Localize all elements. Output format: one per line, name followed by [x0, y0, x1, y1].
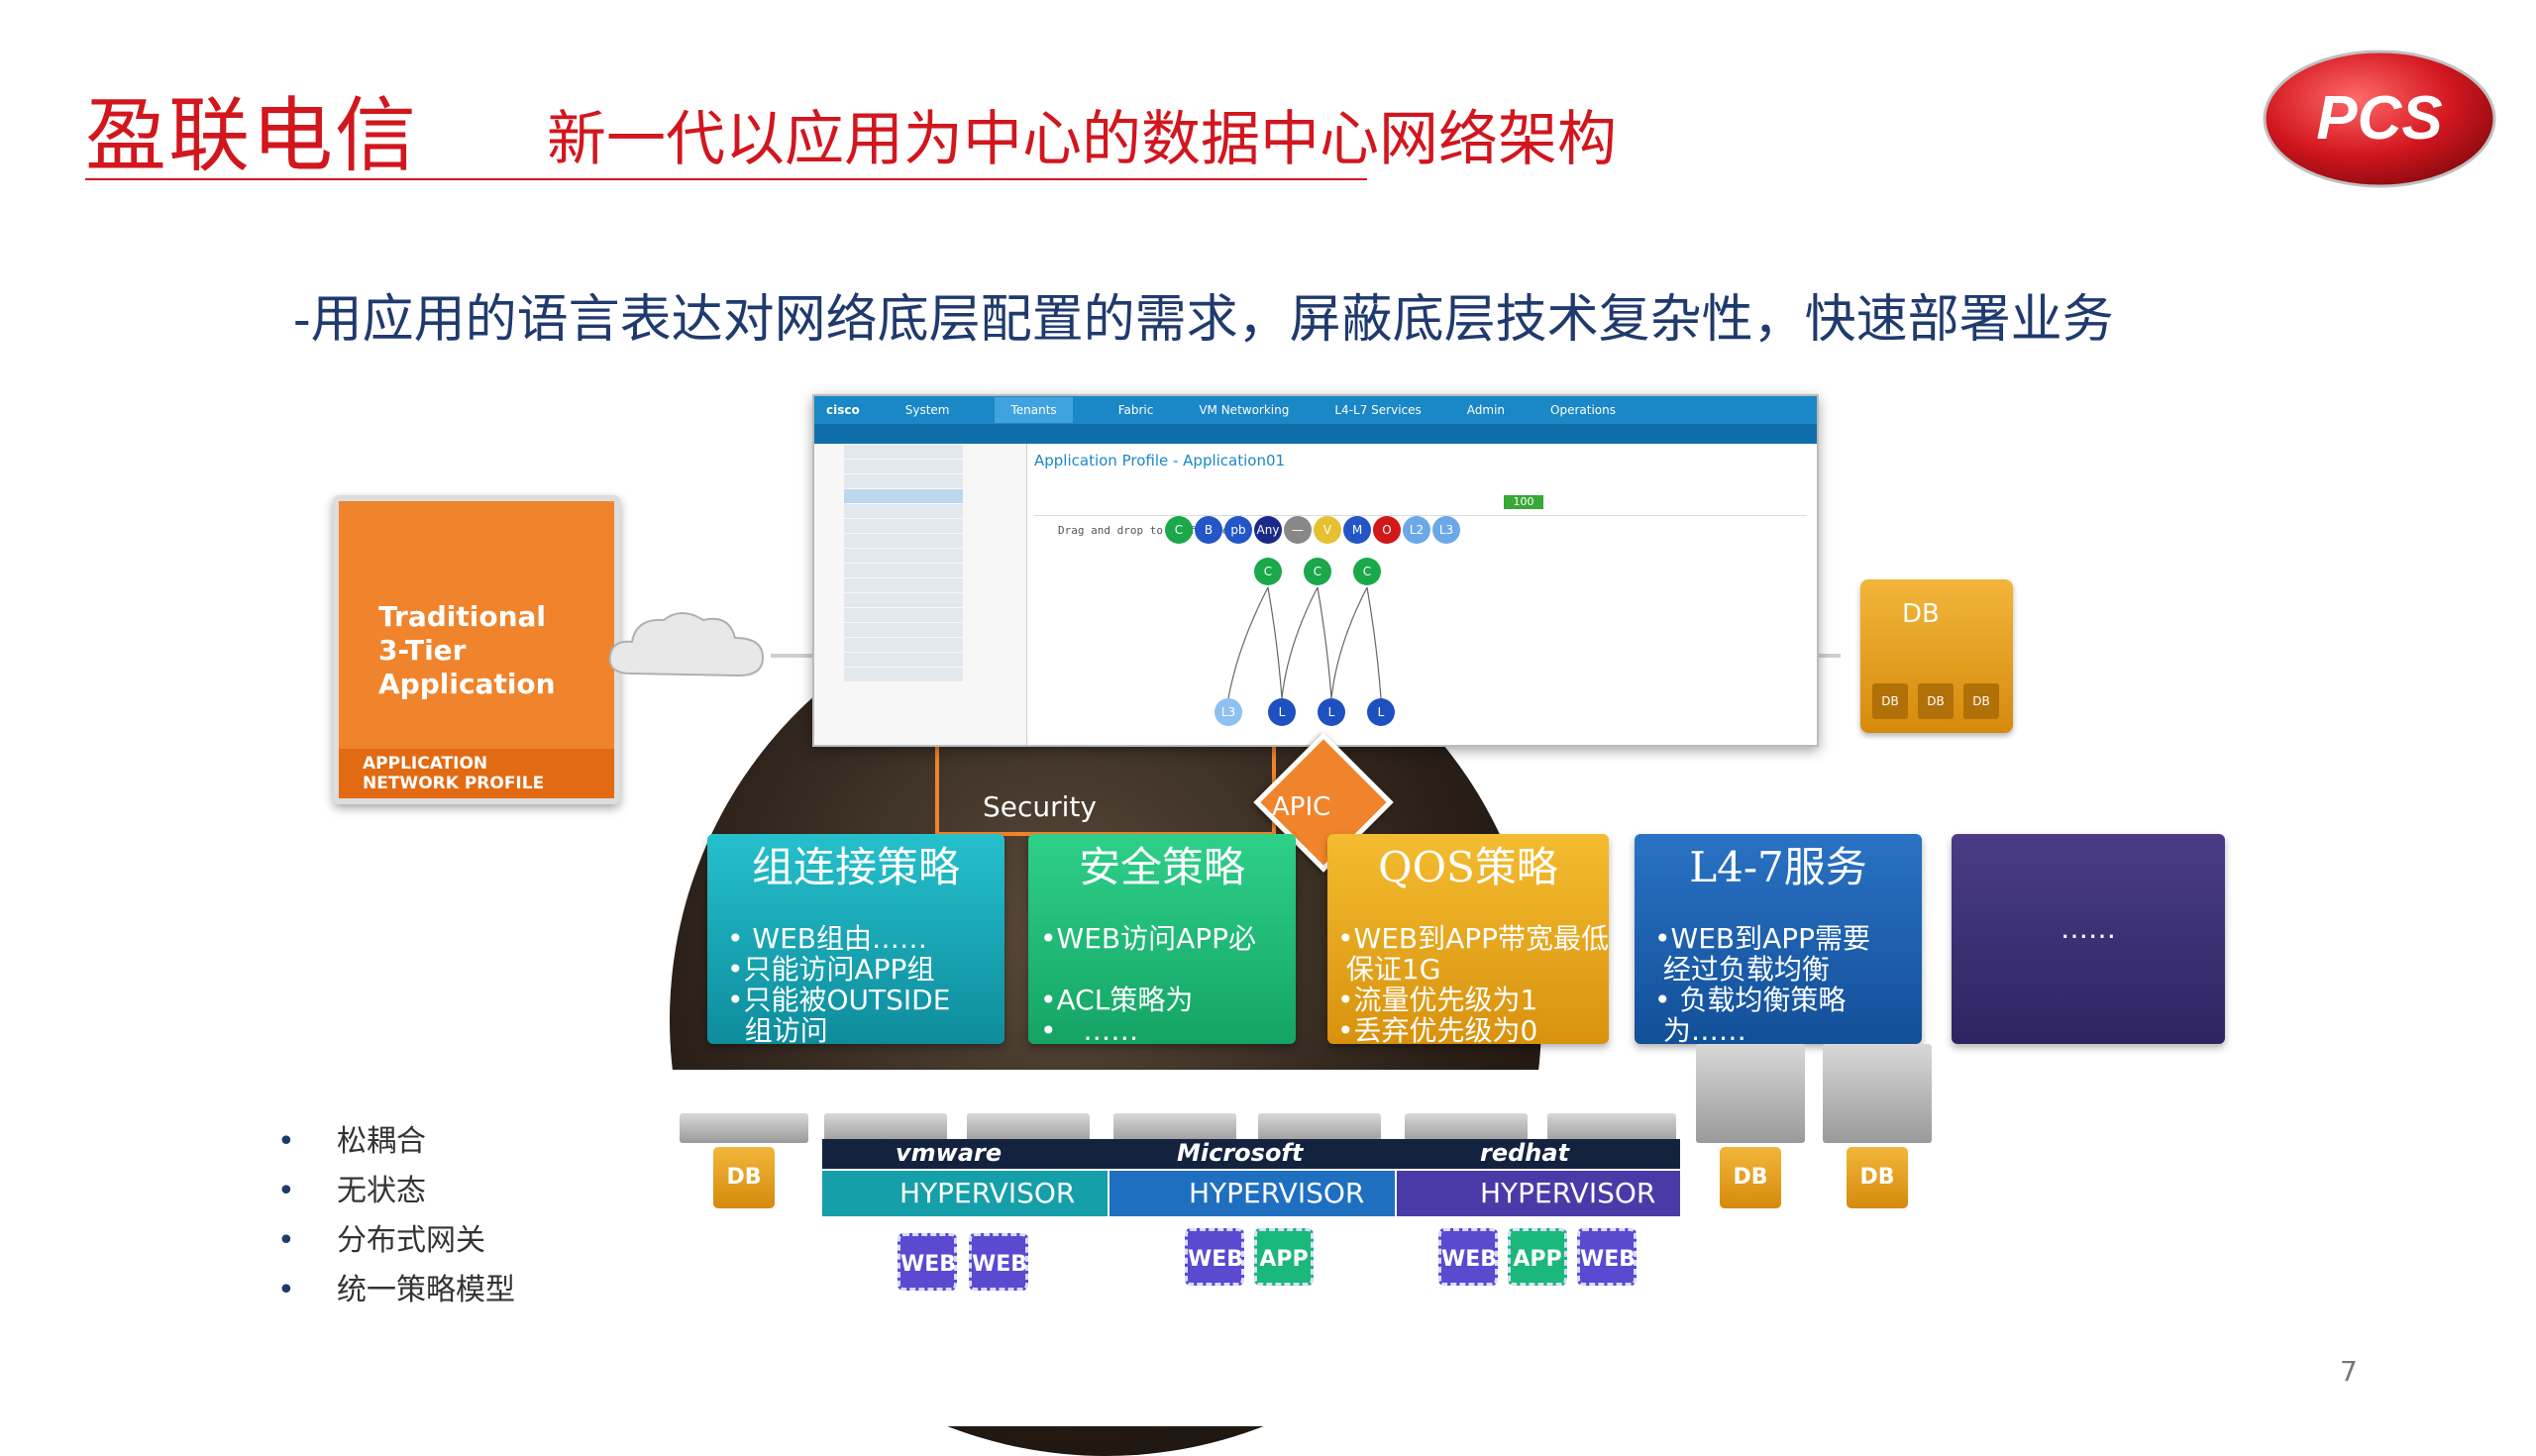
app-profile-document: Traditional 3-Tier Application APPLICATI… — [333, 495, 620, 804]
app-doc-footer-line: NETWORK PROFILE — [363, 774, 545, 793]
card-body: • WEB组由…… •只能访问APP组 •只能被OUTSIDE 组访问 — [727, 922, 951, 1044]
card-title: L4-7服务 — [1689, 843, 1867, 891]
db-label: DB — [1902, 599, 1940, 629]
slide-title: 新一代以应用为中心的数据中心网络架构 — [547, 105, 1617, 174]
apic-tab[interactable]: Admin — [1466, 403, 1506, 417]
apic-tab-active[interactable]: Tenants — [995, 397, 1073, 423]
app-doc-footer: APPLICATION NETWORK PROFILE — [339, 749, 614, 798]
apic-tab[interactable]: Fabric — [1117, 403, 1154, 417]
switch — [824, 1113, 947, 1143]
app-doc-line: Traditional — [378, 600, 547, 633]
db-block-small: DB — [1720, 1147, 1781, 1208]
app-doc-line: Application — [378, 668, 556, 700]
cloud-icon — [608, 612, 765, 677]
vm-web: WEB — [1438, 1228, 1498, 1286]
apic-label: APIC — [1272, 792, 1331, 822]
vmware-logo: vmware — [896, 1139, 1003, 1167]
database-block: DB DB DB DB — [1860, 579, 2013, 733]
title-divider — [85, 178, 1367, 180]
card-body: …… — [2060, 912, 2116, 945]
health-score: 100 — [1504, 495, 1543, 509]
card-title: QOS策略 — [1378, 843, 1558, 891]
db-block-small: DB — [713, 1147, 775, 1208]
card-body: •WEB到APP带宽最低 保证1G •流量优先级为1 •丢弃优先级为0 — [1337, 922, 1609, 1044]
microsoft-logo: Microsoft — [1177, 1139, 1304, 1167]
feature-item: •无状态 — [277, 1174, 426, 1208]
cisco-logo: cisco — [826, 403, 860, 417]
feature-item: •分布式网关 — [277, 1223, 485, 1258]
security-label: Security — [983, 790, 1097, 823]
apic-ui-screenshot: cisco System Tenants Fabric VM Networkin… — [812, 394, 1819, 747]
switch — [1258, 1113, 1381, 1143]
switch — [1547, 1113, 1676, 1143]
apic-tree — [814, 444, 1027, 745]
policy-card-security: 安全策略 •WEB访问APP必 •ACL策略为 • …… — [1028, 834, 1296, 1044]
vm-web: WEB — [1185, 1228, 1244, 1286]
db-mini: DB — [1918, 683, 1954, 719]
hypervisor-vmware: HYPERVISOR — [822, 1171, 1108, 1216]
hypervisor-microsoft: HYPERVISOR — [1110, 1171, 1395, 1216]
page-number: 7 — [2340, 1355, 2358, 1388]
pcs-logo: PCS — [2263, 50, 2496, 188]
hypervisor-bar — [822, 1139, 1680, 1169]
server-chassis — [1696, 1044, 1805, 1143]
server-chassis — [1823, 1044, 1932, 1143]
apic-canvas: Drag and drop to configure C B pb Any — … — [1034, 515, 1807, 744]
vm-app: APP — [1254, 1228, 1314, 1286]
hypervisor-redhat: HYPERVISOR — [1397, 1171, 1680, 1216]
card-body: •WEB到APP需要 经过负载均衡 • 负载均衡策略 为…… — [1654, 922, 1871, 1044]
vm-web: WEB — [898, 1233, 957, 1291]
policy-card-qos: QOS策略 •WEB到APP带宽最低 保证1G •流量优先级为1 •丢弃优先级为… — [1327, 834, 1609, 1044]
policy-card-group: 组连接策略 • WEB组由…… •只能访问APP组 •只能被OUTSIDE 组访… — [707, 834, 1004, 1044]
db-mini: DB — [1872, 683, 1908, 719]
policy-card-more: …… — [1952, 834, 2225, 1044]
feature-item: •松耦合 — [277, 1124, 426, 1159]
apic-tab[interactable]: System — [904, 403, 950, 417]
vm-web: WEB — [1577, 1228, 1637, 1286]
apic-tab[interactable]: VM Networking — [1199, 403, 1290, 417]
policy-card-l47: L4-7服务 •WEB到APP需要 经过负载均衡 • 负载均衡策略 为…… — [1635, 834, 1922, 1044]
card-body: •WEB访问APP必 •ACL策略为 • …… — [1040, 922, 1257, 1044]
vm-web: WEB — [969, 1233, 1028, 1291]
switch — [1405, 1113, 1528, 1143]
slide-subtitle: -用应用的语言表达对网络底层配置的需求，屏蔽底层技术复杂性，快速部署业务 — [293, 290, 2114, 350]
card-title: 安全策略 — [1078, 843, 1245, 891]
app-doc-title: Traditional 3-Tier Application — [378, 600, 556, 701]
apic-tab[interactable]: Operations — [1550, 403, 1616, 417]
apic-tab[interactable]: L4-L7 Services — [1334, 403, 1422, 417]
feature-list: •松耦合 •无状态 •分布式网关 •统一策略模型 — [277, 1117, 515, 1315]
switch — [1113, 1113, 1236, 1143]
apic-subnav — [814, 424, 1817, 444]
brand-title: 盈联电信 — [85, 89, 419, 183]
card-title: 组连接策略 — [751, 843, 960, 891]
feature-item: •统一策略模型 — [277, 1273, 515, 1307]
vm-app: APP — [1508, 1228, 1567, 1286]
apic-nav: cisco System Tenants Fabric VM Networkin… — [814, 396, 1817, 424]
app-doc-footer-line: APPLICATION — [363, 754, 488, 774]
switch — [680, 1113, 808, 1143]
db-mini: DB — [1963, 683, 1999, 719]
switch — [967, 1113, 1090, 1143]
app-doc-line: 3-Tier — [378, 634, 467, 667]
apic-page-title: Application Profile - Application01 — [1034, 452, 1286, 469]
redhat-logo: redhat — [1480, 1139, 1570, 1167]
logo-text: PCS — [2316, 84, 2442, 153]
db-block-small: DB — [1847, 1147, 1908, 1208]
